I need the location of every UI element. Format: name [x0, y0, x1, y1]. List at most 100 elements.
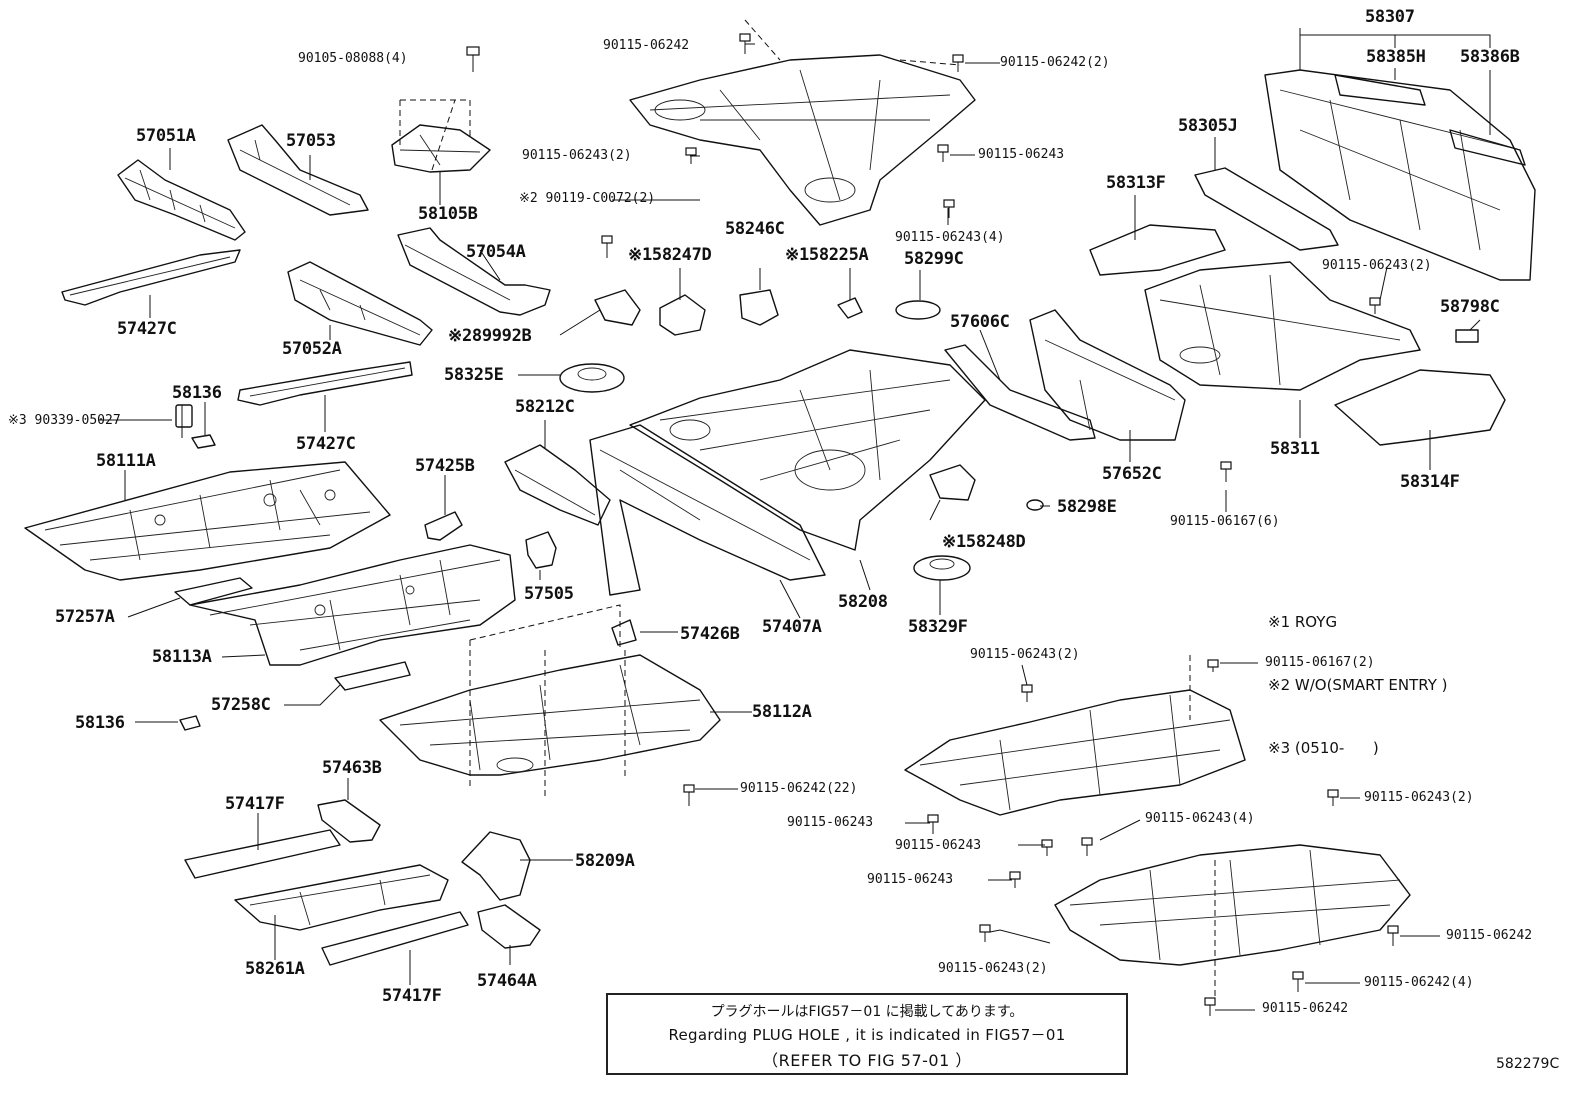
note-line-2: Regarding PLUG HOLE , it is indicated in… — [668, 1026, 1066, 1044]
part-58105B — [391, 99, 491, 173]
bolt-label-90339-05027: ※3 90339-05027 — [8, 413, 121, 428]
bolt-label-90115-06242-c: 90115-06242(22) — [740, 781, 858, 796]
part-57257A — [174, 577, 253, 606]
bolt-label-90115-06243-g: 90115-06243(4) — [1145, 811, 1255, 826]
part-57463B — [317, 799, 381, 843]
label-58212C: 58212C — [515, 397, 575, 417]
label-58261A: 58261A — [245, 959, 305, 979]
part-58311 — [1144, 261, 1421, 391]
label-57257A: 57257A — [55, 607, 115, 627]
bolt-label-90115-06167-a: 90115-06167(6) — [1170, 514, 1280, 529]
figure-id: 582279C — [1496, 1056, 1560, 1072]
bolt-label-90115-06242-b: 90115-06242(2) — [1000, 55, 1110, 70]
label-57054A: 57054A — [466, 242, 526, 262]
bolt-label-90115-06243-i: 90115-06243 — [895, 838, 982, 853]
part-58248D — [929, 464, 976, 501]
bolt-label-90115-06243-h: 90115-06243(2) — [1364, 790, 1474, 805]
label-57051A: 57051A — [136, 126, 196, 146]
part-57427C-upper — [61, 249, 241, 306]
part-57652C — [1029, 309, 1186, 441]
label-57427C-lower: 57427C — [296, 434, 356, 454]
label-58208: 58208 — [838, 592, 888, 612]
label-58298E: 58298E — [1057, 497, 1117, 517]
label-57407A: 57407A — [762, 617, 822, 637]
part-58298E — [1026, 499, 1044, 511]
label-58248D: ※158248D — [942, 532, 1026, 552]
label-58299C: 58299C — [904, 249, 964, 269]
label-58136-lower: 58136 — [75, 713, 125, 733]
label-58246C: 58246C — [725, 219, 785, 239]
part-57427C-lower — [237, 361, 413, 406]
bolt-label-90115-06243-c: 90115-06243(4) — [895, 230, 1005, 245]
part-58261A — [234, 864, 449, 931]
part-58225A — [837, 297, 863, 319]
part-58212C — [504, 444, 611, 526]
leader-lines — [98, 28, 1491, 1011]
part-57426B — [611, 619, 637, 646]
bolt-label-90115-06243-d: 90115-06243(2) — [1322, 258, 1432, 273]
label-58329F: 58329F — [908, 617, 968, 637]
label-58311: 58311 — [1270, 439, 1320, 459]
part-58113A — [189, 544, 516, 666]
bolt-label-90115-06243-e: 90115-06243(2) — [970, 647, 1080, 662]
label-57426B: 57426B — [680, 624, 740, 644]
note-line-1: プラグホールはFIG57－01 に掲載してあります。 — [710, 1004, 1024, 1020]
part-57417F-lower — [321, 911, 469, 966]
bolt-label-90115-06167-b: 90115-06167(2) — [1265, 655, 1375, 670]
label-58112A: 58112A — [752, 702, 812, 722]
bolt-label-90115-06243-j: 90115-06243 — [867, 872, 954, 887]
part-58329F — [913, 555, 971, 581]
label-58314F: 58314F — [1400, 472, 1460, 492]
label-57463B: 57463B — [322, 758, 382, 778]
label-58209A: 58209A — [575, 851, 635, 871]
bolt-label-90115-06242-a: 90115-06242 — [603, 38, 690, 53]
part-58299C — [895, 300, 941, 320]
part-58111A — [24, 461, 391, 581]
part-57417F-upper — [184, 829, 341, 879]
legend: ※1 ROYG ※2 W/O(SMART ENTRY ) ※3 (0510- ) — [1268, 570, 1448, 780]
part-58386B — [1449, 129, 1526, 166]
bolt-label-90115-06243-k: 90115-06243(2) — [938, 961, 1048, 976]
label-89992B: ※289992B — [448, 326, 532, 346]
bolt-label-90115-06242-e: 90115-06242(4) — [1364, 975, 1474, 990]
legend-line-2: ※2 W/O(SMART ENTRY ) — [1268, 676, 1448, 694]
label-58307: 58307 — [1365, 7, 1415, 27]
part-89992B — [594, 289, 641, 326]
label-57258C: 57258C — [211, 695, 271, 715]
part-57051A — [117, 159, 246, 241]
label-58225A: ※158225A — [785, 245, 869, 265]
bolt-label-90115-06242-d: 90115-06242 — [1446, 928, 1533, 943]
part-57407A — [589, 424, 826, 596]
part-58798C — [1455, 329, 1479, 343]
part-58136-cap — [175, 404, 216, 449]
label-58111A: 58111A — [96, 451, 156, 471]
part-lower-right-floor-1 — [904, 689, 1246, 816]
part-58112A — [379, 604, 721, 800]
label-58325E: 58325E — [444, 365, 504, 385]
part-57054A — [397, 227, 551, 316]
label-57427C-upper: 57427C — [117, 319, 177, 339]
label-58385H: 58385H — [1366, 47, 1426, 67]
label-57417F-lower: 57417F — [382, 986, 442, 1006]
bolt-label-90115-06243-a: 90115-06243(2) — [522, 148, 632, 163]
part-57505 — [525, 531, 557, 569]
label-58386B: 58386B — [1460, 47, 1520, 67]
part-58385H — [1334, 74, 1426, 106]
bolt-label-90115-06243-f: 90115-06243 — [787, 815, 874, 830]
part-57425B — [424, 511, 463, 541]
part-58247D — [659, 294, 706, 336]
label-57425B: 57425B — [415, 456, 475, 476]
bolt-label-90115-06242-f: 90115-06242 — [1262, 1001, 1349, 1016]
label-58113A: 58113A — [152, 647, 212, 667]
note-line-3: （REFER TO FIG 57-01 ） — [762, 1051, 972, 1070]
label-57052A: 57052A — [282, 339, 342, 359]
part-58307 — [1264, 69, 1536, 281]
part-58208 — [629, 349, 986, 551]
label-58313F: 58313F — [1106, 173, 1166, 193]
part-58305J — [1194, 167, 1339, 251]
part-57053 — [227, 124, 369, 216]
part-58313F — [1089, 224, 1226, 276]
part-upper-center-floor — [629, 19, 976, 226]
part-57052A — [287, 261, 433, 346]
